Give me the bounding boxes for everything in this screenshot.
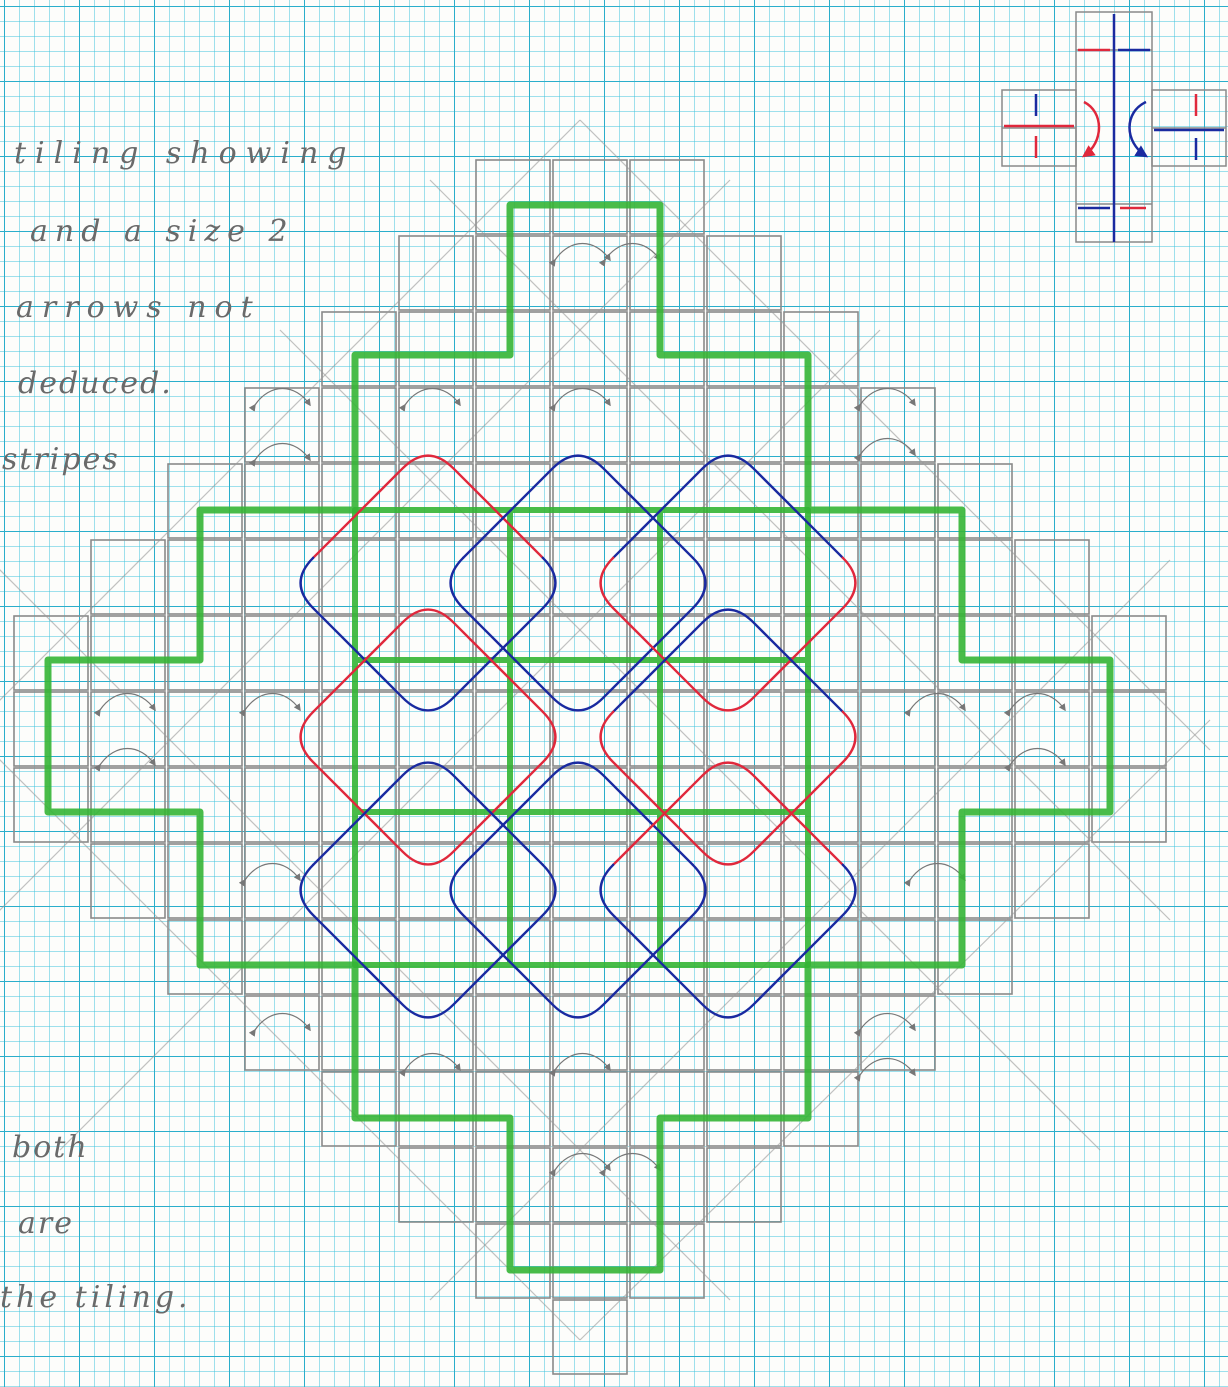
note-line-6: both (12, 1130, 89, 1165)
note-line-1: tiling showing (14, 136, 355, 171)
note-line-5: stripes (2, 442, 120, 477)
note-line-7: are (18, 1206, 74, 1241)
note-line-3: arrows not (16, 290, 261, 325)
note-line-8: the tiling. (0, 1280, 192, 1315)
note-line-4: deduced. (18, 366, 173, 401)
note-line-2: and a size 2 (30, 214, 295, 249)
